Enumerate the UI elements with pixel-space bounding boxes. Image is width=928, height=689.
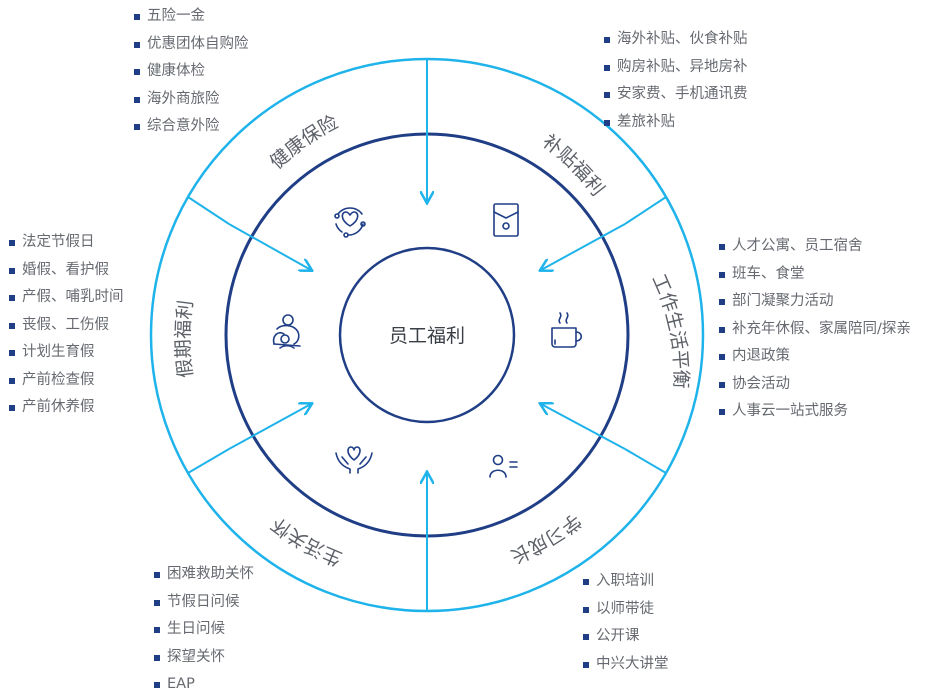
arrow-lower-left	[228, 404, 311, 450]
center-title: 员工福利	[389, 325, 465, 347]
segment-title-health: 健康保险	[266, 111, 342, 173]
arrow-upper-right	[541, 223, 626, 270]
list-item: 人才公寓、员工宿舍	[719, 233, 911, 261]
list-item: 优惠团体自购险	[134, 31, 249, 59]
hands-heart-icon	[335, 446, 373, 474]
mother-baby-icon	[272, 314, 301, 349]
red-envelope-icon	[493, 203, 519, 237]
holiday-benefits-list: 法定节假日婚假、看护假产假、哺乳时间丧假、工伤假计划生育假产前检查假产前休养假	[9, 229, 124, 422]
list-item: 协会活动	[719, 371, 911, 399]
list-item: 部门凝聚力活动	[719, 288, 911, 316]
learning-growth-list: 入职培训以师带徒公开课中兴大讲堂	[583, 568, 669, 678]
list-item: 公开课	[583, 623, 669, 651]
list-item: 生日问候	[154, 616, 254, 644]
center-circle	[338, 246, 516, 424]
arrow-lower-right	[541, 404, 626, 450]
health-insurance-list: 五险一金优惠团体自购险健康体检海外商旅险综合意外险	[134, 3, 249, 141]
coffee-cup-icon	[551, 312, 583, 348]
list-item: 计划生育假	[9, 339, 124, 367]
list-item: 丧假、工伤假	[9, 312, 124, 340]
segment-title-subsidy: 补贴福利	[538, 130, 608, 200]
health-heart-icon	[334, 207, 366, 238]
list-item: 产前休养假	[9, 394, 124, 422]
subsidy-list: 海外补贴、伙食补贴购房补贴、异地房补安家费、手机通讯费差旅补贴	[604, 26, 748, 136]
list-item: 海外商旅险	[134, 86, 249, 114]
list-item: 安家费、手机通讯费	[604, 81, 748, 109]
segment-title-balance: 工作生活平衡	[647, 271, 691, 389]
list-item: 以师带徒	[583, 596, 669, 624]
list-item: 健康体检	[134, 58, 249, 86]
list-item: 海外补贴、伙食补贴	[604, 26, 748, 54]
list-item: 婚假、看护假	[9, 257, 124, 285]
segment-title-growth: 学习成长	[507, 509, 585, 567]
list-item: 内退政策	[719, 343, 911, 371]
list-item: 综合意外险	[134, 113, 249, 141]
list-item: 节假日问候	[154, 589, 254, 617]
inward-arrows	[228, 95, 626, 569]
list-item: 入职培训	[583, 568, 669, 596]
work-life-balance-list: 人才公寓、员工宿舍班车、食堂部门凝聚力活动补充年休假、家属陪同/探亲内退政策协会…	[719, 233, 911, 426]
segment-title-care: 生活关怀	[267, 512, 345, 569]
segment-title-leave: 假期福利	[172, 299, 197, 379]
person-list-icon	[489, 454, 518, 478]
list-item: 困难救助关怀	[154, 561, 254, 589]
list-item: 产前检查假	[9, 367, 124, 395]
list-item: 法定节假日	[9, 229, 124, 257]
list-item: 购房补贴、异地房补	[604, 54, 748, 82]
list-item: 五险一金	[134, 3, 249, 31]
segment-dividers	[187, 59, 667, 611]
list-item: 差旅补贴	[604, 109, 748, 137]
list-item: EAP	[154, 671, 254, 689]
list-item: 产假、哺乳时间	[9, 284, 124, 312]
list-item: 探望关怀	[154, 644, 254, 672]
list-item: 人事云一站式服务	[719, 398, 911, 426]
list-item: 中兴大讲堂	[583, 651, 669, 679]
arrow-upper-left	[228, 223, 311, 270]
list-item: 班车、食堂	[719, 261, 911, 289]
list-item: 补充年休假、家属陪同/探亲	[719, 316, 911, 344]
